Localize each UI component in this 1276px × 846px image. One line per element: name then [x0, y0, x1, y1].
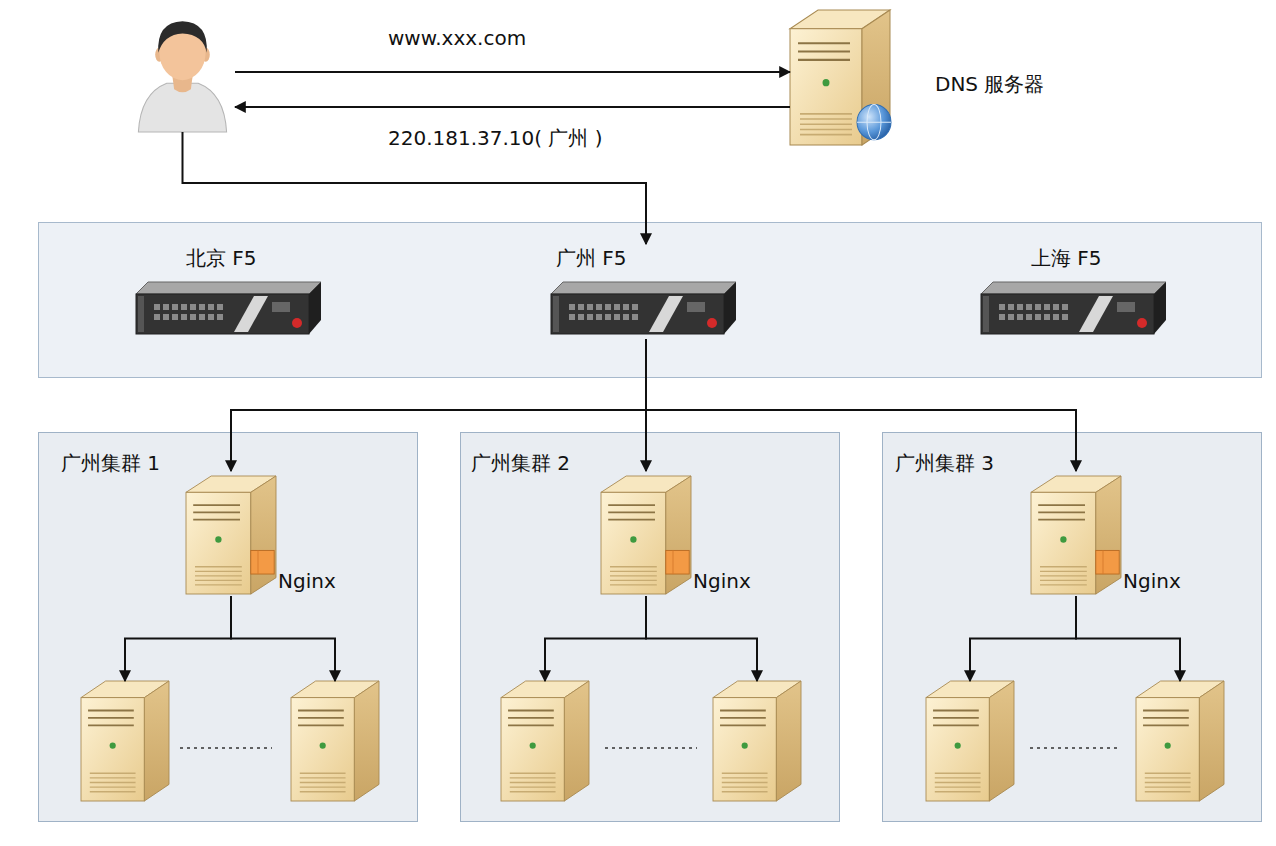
f5-device: 广州 F5 — [546, 244, 741, 339]
f5-icon — [981, 282, 1166, 334]
backend-server — [501, 681, 589, 801]
connector-arrow — [646, 596, 757, 681]
node-label: 上海 F5 — [1031, 246, 1102, 270]
edge-label-holder: www.xxx.com — [385, 26, 529, 50]
cluster-box: 广州集群 3 Nginx — [882, 432, 1262, 822]
nginx-server: Nginx — [1031, 471, 1191, 596]
f5-drawing — [136, 282, 321, 334]
server-icon — [81, 681, 169, 801]
nginx-icon — [186, 476, 276, 594]
nginx-drawing — [601, 476, 691, 594]
f5-device: 北京 F5 — [131, 244, 326, 339]
node-label: 广州集群 3 — [895, 451, 994, 475]
dns-icon — [790, 10, 890, 145]
user-drawing — [138, 21, 226, 132]
dns-server: DNS 服务器 — [790, 10, 1080, 145]
node-label: 广州集群 2 — [471, 451, 570, 475]
server-drawing — [1136, 681, 1224, 801]
backend-server — [81, 681, 169, 801]
nginx-drawing — [186, 476, 276, 594]
node-label: 广州 F5 — [556, 246, 627, 270]
node-label: 广州集群 1 — [61, 451, 160, 475]
edge-label: www.xxx.com — [385, 26, 529, 50]
node-label: Nginx — [278, 569, 336, 593]
nginx-server: Nginx — [601, 471, 761, 596]
backend-server — [1136, 681, 1224, 801]
f5-icon — [136, 282, 321, 334]
connector-arrow — [545, 596, 646, 681]
server-icon — [501, 681, 589, 801]
server-icon — [713, 681, 801, 801]
ellipsis-line — [180, 747, 272, 749]
server-icon — [1136, 681, 1224, 801]
connector-arrow — [646, 339, 1076, 471]
cluster-box: 广州集群 2 Nginx — [460, 432, 840, 822]
connector-arrow — [1076, 596, 1180, 681]
edge-label-holder: 220.181.37.10( 广州 ) — [385, 126, 606, 150]
user-icon — [130, 10, 235, 132]
f5-device: 上海 F5 — [976, 244, 1171, 339]
f5-band: 北京 F5 广州 F5 上海 F5 — [38, 222, 1262, 378]
dns-drawing — [790, 10, 891, 145]
server-drawing — [713, 681, 801, 801]
ellipsis-line — [605, 747, 697, 749]
node-label: Nginx — [1123, 569, 1181, 593]
f5-drawing — [551, 282, 736, 334]
ellipsis-line — [1030, 747, 1120, 749]
f5-icon — [551, 282, 736, 334]
server-drawing — [926, 681, 1014, 801]
backend-server — [291, 681, 379, 801]
server-drawing — [501, 681, 589, 801]
cluster-box: 广州集群 1 Nginx — [38, 432, 418, 822]
f5-drawing — [981, 282, 1166, 334]
server-drawing — [81, 681, 169, 801]
server-drawing — [291, 681, 379, 801]
node-label: 北京 F5 — [186, 246, 257, 270]
backend-server — [713, 681, 801, 801]
connector-arrow — [231, 596, 335, 681]
nginx-drawing — [1031, 476, 1121, 594]
node-label: DNS 服务器 — [935, 72, 1044, 96]
nginx-server: Nginx — [186, 471, 346, 596]
connector-arrow — [235, 106, 790, 108]
dotted-ellipsis — [180, 747, 1120, 749]
user-icon — [130, 10, 235, 132]
server-icon — [926, 681, 1014, 801]
server-icon — [291, 681, 379, 801]
connector-arrow — [970, 596, 1076, 681]
node-label: Nginx — [693, 569, 751, 593]
backend-server — [926, 681, 1014, 801]
nginx-icon — [601, 476, 691, 594]
nginx-icon — [1031, 476, 1121, 594]
connector-arrow — [231, 339, 646, 471]
connector-arrow — [235, 71, 790, 73]
connector-arrow — [125, 596, 231, 681]
edge-label: 220.181.37.10( 广州 ) — [385, 126, 606, 150]
connector-group — [125, 72, 1180, 681]
